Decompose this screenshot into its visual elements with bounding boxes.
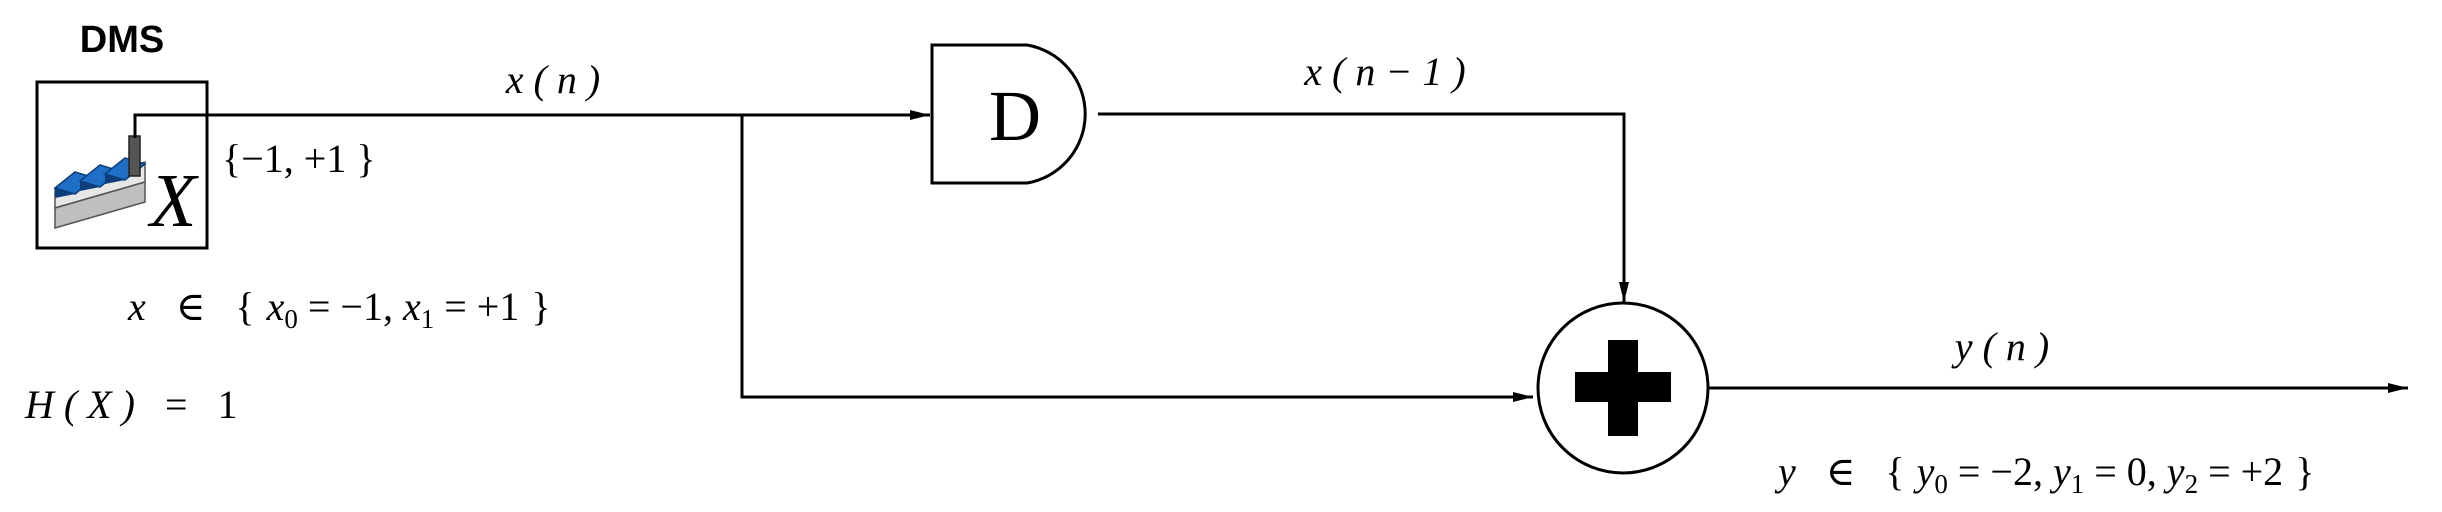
delay-label: D — [989, 76, 1041, 156]
entropy-equation: H( X )=1 — [24, 382, 238, 427]
source-title: DMS — [80, 19, 164, 61]
input-signal-label: x ( n ) — [505, 57, 600, 102]
delayed-signal-label: x ( n − 1 ) — [1303, 49, 1465, 94]
source-box — [35, 80, 209, 250]
delayed-line — [1098, 112, 1629, 302]
factory-icon — [53, 135, 147, 229]
output-signal-label: y ( n ) — [1951, 324, 2049, 369]
plus-icon — [1575, 340, 1671, 436]
source-symbol: X — [147, 159, 199, 243]
delay-block — [930, 43, 1087, 185]
source-alphabet: {−1, +1 } — [222, 136, 376, 181]
x-set-equation: x∈{x0 = −1, x1 = +1} — [127, 284, 551, 334]
bypass-line — [740, 115, 1533, 402]
input-line — [133, 110, 930, 138]
y-set-equation: y∈{y0 = −2, y1 = 0, y2 = +2} — [1774, 449, 2314, 499]
